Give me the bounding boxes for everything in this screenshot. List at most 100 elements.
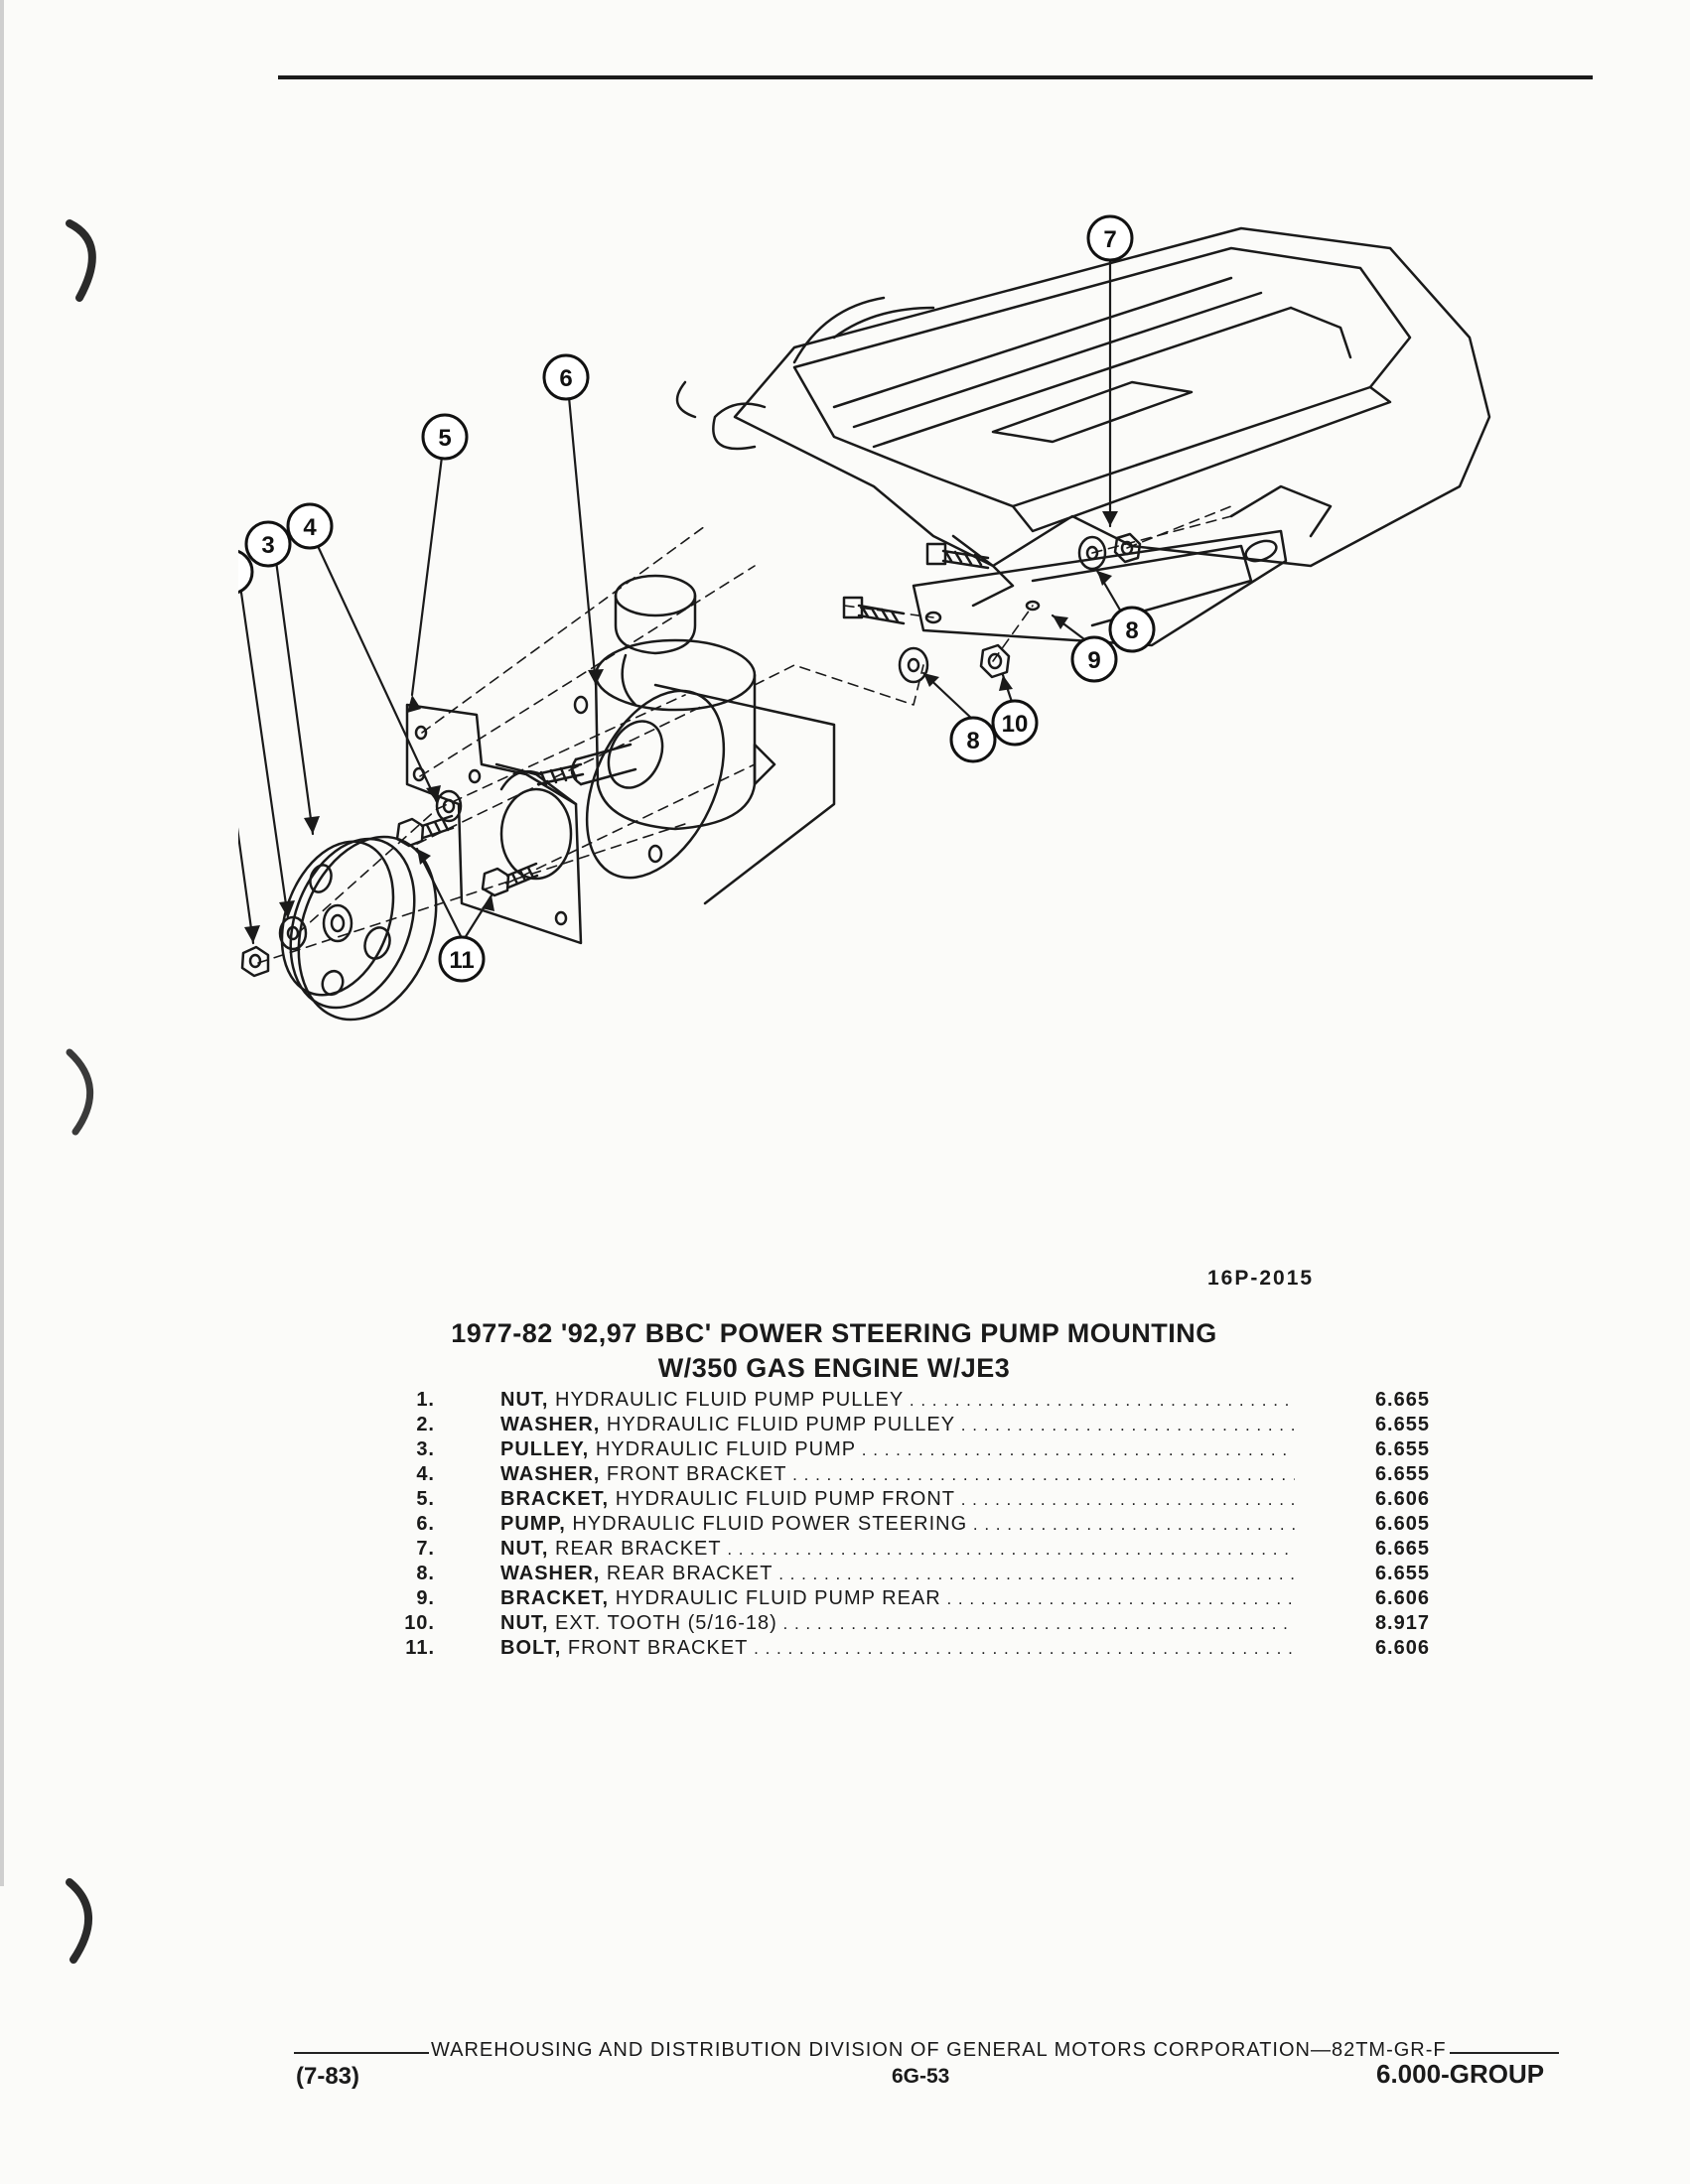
punch-hole-mark [66,1048,93,1136]
part-group-code: 6.606 [1374,1488,1430,1510]
part-detail: FRONT BRACKET [567,1637,749,1659]
part-detail: FRONT BRACKET [606,1463,787,1485]
part-row: 9.BRACKET, HYDRAULIC FLUID PUMP REAR6.60… [387,1586,1440,1611]
callout-2: 2 [238,549,254,595]
callout-6: 6 [542,353,590,401]
callout-3: 3 [244,520,292,568]
title-line-2: W/350 GAS ENGINE W/JE3 [657,1353,1011,1383]
part-name: NUT, [500,1612,549,1634]
svg-text:7: 7 [1103,226,1116,253]
callout-8-lower: 8 [949,716,997,763]
part-row: 8.WASHER, REAR BRACKET6.655 [387,1562,1440,1586]
part-row: 10. NUT, EXT. TOOTH (5/16-18) 8.917 [387,1611,1440,1636]
part-description: WASHER, HYDRAULIC FLUID PUMP PULLEY [500,1413,1295,1437]
pulley-fasteners [240,915,308,978]
footer-group: 6.000-GROUP [1376,2059,1545,2089]
part-name: PUMP, [500,1513,566,1535]
part-number: 3. [416,1438,435,1460]
svg-text:8: 8 [1125,617,1138,644]
part-name: BRACKET, [500,1587,610,1609]
power-steering-pump-6 [534,574,836,905]
footer-date: (7-83) [296,2063,360,2090]
engine-block [675,226,1491,608]
part-group-code: 6.655 [1374,1414,1430,1435]
part-description: BRACKET, HYDRAULIC FLUID PUMP FRONT [500,1487,1295,1512]
svg-text:11: 11 [449,947,474,974]
title-line-1: 1977-82 '92,97 BBC' POWER STEERING PUMP … [451,1318,1217,1348]
part-row: 2. WASHER, HYDRAULIC FLUID PUMP PULLEY 6.6… [387,1413,1440,1437]
part-detail: REAR BRACKET [555,1538,722,1560]
part-row: 3. PULLEY, HYDRAULIC FLUID PUMP 6.655 [387,1437,1440,1462]
arrow-heads [244,511,1118,943]
part-name: PULLEY, [500,1438,590,1460]
part-group-code: 6.655 [1374,1438,1430,1460]
assembly-lines [257,505,1232,964]
part-name: NUT, [500,1538,549,1560]
punch-hole-mark [66,219,96,302]
front-bracket-5 [405,703,583,945]
exploded-parts-diagram: 1 2 3 4 5 6 7 8 8 9 10 11 [238,214,1491,1022]
part-description: BRACKET, HYDRAULIC FLUID PUMP REAR [500,1586,1295,1611]
part-number: 9. [416,1587,435,1609]
footer-rule-right [1450,2052,1559,2054]
part-description: WASHER, FRONT BRACKET [500,1462,1295,1487]
part-name: WASHER, [500,1563,601,1584]
svg-text:9: 9 [1087,647,1100,674]
part-name: WASHER, [500,1463,601,1485]
callout-8-upper: 8 [1108,606,1156,653]
part-detail: HYDRAULIC FLUID PUMP PULLEY [555,1389,905,1411]
part-number: 8. [416,1563,435,1584]
svg-text:3: 3 [261,532,274,559]
parts-list: 1.NUT, HYDRAULIC FLUID PUMP PULLEY6.6652… [387,1388,1440,1661]
svg-text:8: 8 [966,728,979,754]
svg-text:5: 5 [438,425,451,452]
leader-lines [238,256,1134,945]
part-name: BOLT, [500,1637,562,1659]
part-detail: EXT. TOOTH (5/16-18) [555,1612,777,1634]
callout-11: 11 [438,935,486,983]
part-number: 6. [416,1513,435,1535]
part-name: BRACKET, [500,1488,610,1510]
part-detail: HYDRAULIC FLUID PUMP REAR [615,1587,941,1609]
figure-id: 16P-2015 [1207,1267,1315,1290]
svg-text:10: 10 [1002,711,1029,738]
part-description: NUT, HYDRAULIC FLUID PUMP PULLEY [500,1388,1295,1413]
part-number: 4. [416,1463,435,1485]
part-description: NUT, REAR BRACKET [500,1537,1295,1562]
part-row: 4. WASHER, FRONT BRACKET 6.655 [387,1462,1440,1487]
part-detail: HYDRAULIC FLUID PUMP FRONT [615,1488,956,1510]
part-row: 1. NUT, HYDRAULIC FLUID PUMP PULLEY 6.665 [387,1388,1440,1413]
footer-rule-left [294,2052,429,2054]
pulley-3 [280,835,438,1022]
part-name: WASHER, [500,1414,601,1435]
part-number: 2. [416,1414,435,1435]
part-group-code: 6.665 [1374,1389,1430,1411]
part-row: 11.BOLT, FRONT BRACKET6.606 [387,1636,1440,1661]
part-description: BOLT, FRONT BRACKET [500,1636,1295,1661]
part-number: 10. [404,1612,435,1634]
part-name: NUT, [500,1389,549,1411]
punch-hole-mark [66,1878,92,1964]
part-group-code: 8.917 [1374,1612,1430,1634]
part-number: 5. [416,1488,435,1510]
part-number: 1. [416,1389,435,1411]
svg-text:6: 6 [559,365,572,392]
part-description: PUMP, HYDRAULIC FLUID POWER STEERING [500,1512,1295,1537]
part-row: 6. PUMP, HYDRAULIC FLUID POWER STEERING 6.… [387,1512,1440,1537]
binder-edge [0,0,4,1886]
part-detail: HYDRAULIC FLUID POWER STEERING [572,1513,968,1535]
part-group-code: 6.655 [1374,1463,1430,1485]
part-number: 7. [416,1538,435,1560]
part-detail: HYDRAULIC FLUID PUMP PULLEY [606,1414,956,1435]
rear-studs [842,542,990,625]
callout-9: 9 [1070,635,1118,683]
front-bolts-11 [395,814,539,897]
part-row: 7. NUT, REAR BRACKET 6.665 [387,1537,1440,1562]
part-group-code: 6.665 [1374,1538,1430,1560]
part-group-code: 6.655 [1374,1563,1430,1584]
part-detail: HYDRAULIC FLUID PUMP [595,1438,857,1460]
part-group-code: 6.605 [1374,1513,1430,1535]
svg-text:4: 4 [303,514,317,541]
callout-4: 4 [286,502,334,550]
rear-bracket-9 [912,529,1288,647]
